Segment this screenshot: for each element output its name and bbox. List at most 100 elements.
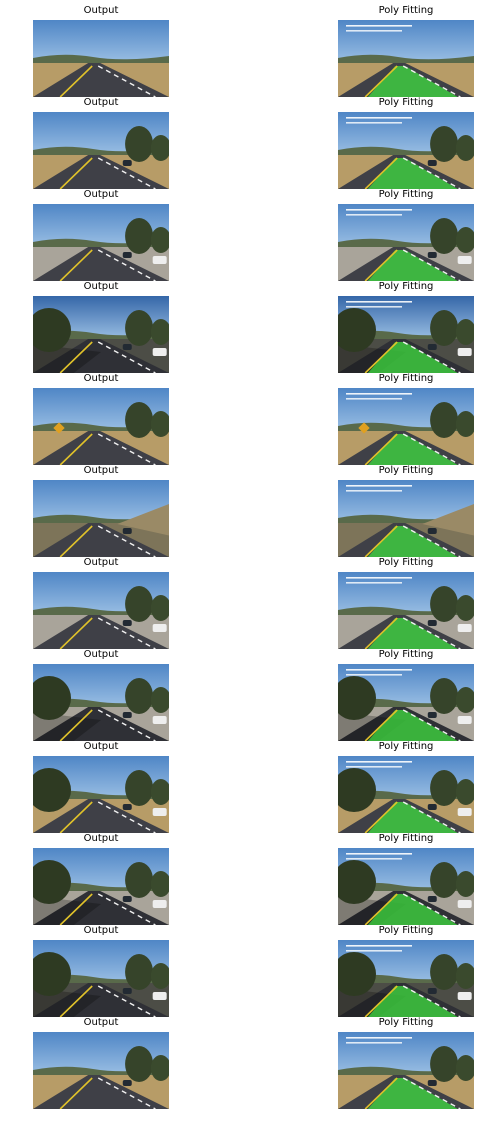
lane-line-white <box>402 525 461 557</box>
tree-right <box>430 1046 459 1082</box>
tree-right <box>150 411 169 437</box>
poly-fitting-title: Poly Fitting <box>378 97 434 108</box>
poly-fitting-image <box>338 20 474 97</box>
lane-line-white <box>97 709 156 741</box>
overlay-text-line <box>346 122 402 124</box>
lane-line-yellow <box>59 157 93 189</box>
lane-fill <box>367 66 458 97</box>
tree-left <box>33 860 71 904</box>
tree-right <box>455 411 474 437</box>
overlay-text-line <box>346 950 402 952</box>
poly-fitting-image <box>338 112 474 189</box>
lane-fill <box>367 158 458 189</box>
lane-line-white <box>97 801 156 833</box>
lane-line-yellow <box>59 433 93 465</box>
car <box>427 712 437 718</box>
lane-line-yellow <box>364 65 398 97</box>
lane-line-yellow <box>364 433 398 465</box>
poly-fitting-title: Poly Fitting <box>378 1017 434 1028</box>
car <box>457 992 472 1000</box>
road <box>33 155 169 189</box>
lane-line-white <box>402 249 461 281</box>
output-title: Output <box>83 97 119 108</box>
poly-fitting-title: Poly Fitting <box>378 5 434 16</box>
output-title: Output <box>83 833 119 844</box>
overlay-text-line <box>346 674 402 676</box>
car <box>122 1080 132 1086</box>
lane-fill <box>367 710 458 741</box>
lane-line-white <box>97 525 156 557</box>
car <box>427 896 437 902</box>
tree-right <box>150 1055 169 1081</box>
overlay-text-line <box>346 25 412 27</box>
lane-fill <box>367 894 458 925</box>
tree-right <box>430 218 459 254</box>
tree-right <box>150 963 169 989</box>
car <box>427 988 437 994</box>
overlay-text-line <box>346 306 402 308</box>
poly-fitting-image <box>338 940 474 1017</box>
tree-right <box>150 227 169 253</box>
car <box>152 256 167 264</box>
output-image <box>33 756 169 833</box>
car <box>457 808 472 816</box>
poly-fitting-title: Poly Fitting <box>378 373 434 384</box>
output-title: Output <box>83 189 119 200</box>
car <box>427 160 437 166</box>
output-title: Output <box>83 741 119 752</box>
tree-right <box>430 862 459 898</box>
car <box>122 712 132 718</box>
poly-fitting-image <box>338 848 474 925</box>
hills <box>338 54 474 64</box>
tree-right <box>150 595 169 621</box>
tree-right <box>430 954 459 990</box>
lane-line-white <box>97 157 156 189</box>
tree-right <box>125 862 154 898</box>
hillside <box>422 504 474 536</box>
overlay-text-line <box>346 485 412 487</box>
road <box>33 339 169 373</box>
lane-fill <box>367 526 458 557</box>
car <box>457 256 472 264</box>
output-title: Output <box>83 557 119 568</box>
car <box>152 348 167 356</box>
lane-fill <box>367 342 458 373</box>
tree-right <box>125 310 154 346</box>
lane-line-yellow <box>364 1077 398 1109</box>
output-title: Output <box>83 649 119 660</box>
tree-right <box>455 595 474 621</box>
lane-line-white <box>402 985 461 1017</box>
lane-line-white <box>97 249 156 281</box>
poly-fitting-image <box>338 1032 474 1109</box>
tree-right <box>150 135 169 161</box>
overlay-text-line <box>346 582 402 584</box>
lane-line-yellow <box>59 1077 93 1109</box>
tree-right <box>455 227 474 253</box>
lane-line-yellow <box>364 801 398 833</box>
lane-fill <box>367 802 458 833</box>
overlay-text-line <box>346 30 402 32</box>
road <box>33 523 169 557</box>
poly-fitting-image <box>338 756 474 833</box>
poly-fitting-image <box>338 480 474 557</box>
lane-fill <box>367 434 458 465</box>
output-image <box>33 572 169 649</box>
lane-line-white <box>402 709 461 741</box>
car <box>122 252 132 258</box>
output-image <box>33 112 169 189</box>
output-image <box>33 1032 169 1109</box>
car <box>427 804 437 810</box>
car <box>122 804 132 810</box>
tree-left <box>33 768 71 812</box>
car <box>152 992 167 1000</box>
car <box>152 624 167 632</box>
overlay-text-line <box>346 117 412 119</box>
output-image <box>33 940 169 1017</box>
overlay-text-line <box>346 301 412 303</box>
lane-line-yellow <box>364 157 398 189</box>
lane-line-white <box>97 893 156 925</box>
tree-right <box>125 218 154 254</box>
poly-fitting-title: Poly Fitting <box>378 741 434 752</box>
tree-right <box>455 135 474 161</box>
overlay-text-line <box>346 209 412 211</box>
